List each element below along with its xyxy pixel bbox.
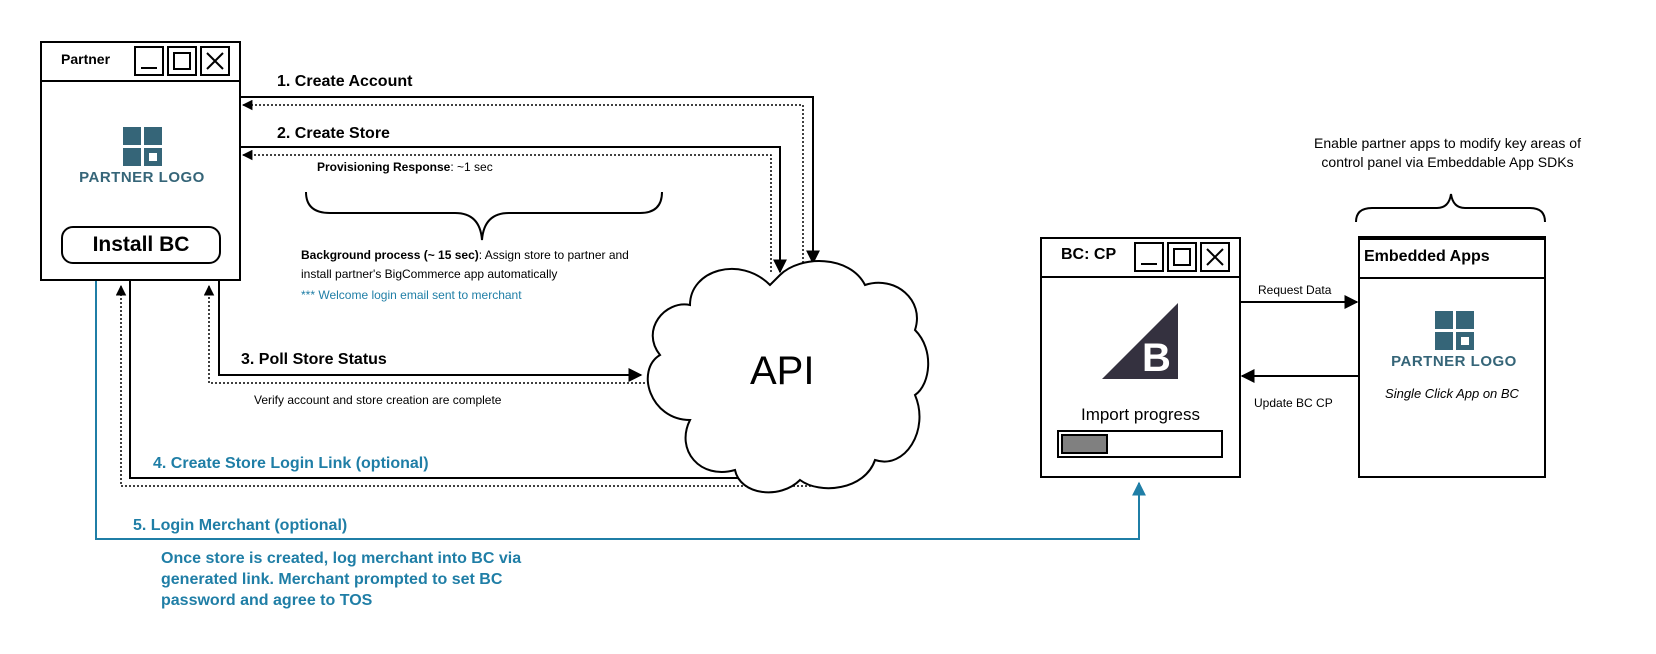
- install-bc-button[interactable]: Install BC: [61, 226, 221, 264]
- embedded-partner-logo-mark: [1434, 311, 1474, 350]
- embedded-apps-title: Embedded Apps: [1364, 248, 1490, 265]
- arrow-login-merchant: [95, 280, 1146, 540]
- bc-cp-titlebar: [1042, 239, 1239, 278]
- brace-background-process: [305, 191, 663, 241]
- close-button[interactable]: [1200, 242, 1230, 272]
- step-3-label: 3. Poll Store Status: [241, 351, 387, 368]
- bc-cp-title: BC: CP: [1061, 246, 1117, 263]
- provisioning-label: Provisioning Response: [317, 160, 451, 174]
- step-1-label: 1. Create Account: [277, 73, 413, 90]
- import-progress-bar: [1057, 430, 1223, 458]
- partner-logo-text: PARTNER LOGO: [79, 169, 205, 186]
- embedded-apps-description: Enable partner apps to modify key areas …: [1290, 134, 1605, 172]
- partner-logo-mark: [122, 127, 162, 166]
- maximize-button[interactable]: [167, 46, 197, 76]
- partner-window-titlebar: [42, 43, 239, 82]
- import-progress-label: Import progress: [1080, 405, 1201, 424]
- maximize-icon: [173, 52, 191, 70]
- arrow-create-login-link: [129, 280, 782, 485]
- background-note: Background process (~ 15 sec): Assign st…: [301, 246, 629, 284]
- update-bc-cp-label: Update BC CP: [1254, 396, 1333, 410]
- arrow-create-account-response: [241, 99, 804, 263]
- step-5-label: 5. Login Merchant (optional): [133, 517, 348, 534]
- import-progress-fill: [1061, 434, 1109, 454]
- bigcommerce-logo-icon: B: [1102, 303, 1178, 380]
- partner-window-title: Partner: [61, 51, 111, 67]
- partner-logo: PARTNER LOGO: [72, 127, 212, 186]
- maximize-icon: [1173, 248, 1191, 266]
- minimize-icon: [1141, 263, 1157, 265]
- arrow-poll-store-status: [218, 280, 643, 382]
- maximize-button[interactable]: [1167, 242, 1197, 272]
- close-icon: [206, 52, 224, 70]
- provisioning-note: Provisioning Response: ~1 sec: [317, 160, 493, 174]
- single-click-app-caption: Single Click App on BC: [1385, 386, 1519, 401]
- arrow-poll-store-status-response: [203, 284, 645, 384]
- verify-note: Verify account and store creation are co…: [254, 393, 502, 407]
- close-button[interactable]: [200, 46, 230, 76]
- step-4-label: 4. Create Store Login Link (optional): [153, 455, 429, 472]
- close-icon: [1206, 248, 1224, 266]
- login-desc-line-3: password and agree to TOS: [161, 592, 373, 609]
- embed-desc-line-1: Enable partner apps to modify key areas …: [1314, 135, 1581, 151]
- embedded-apps-titlebar: [1360, 240, 1544, 279]
- provisioning-value: : ~1 sec: [450, 160, 493, 174]
- background-label: Background process (~ 15 sec): [301, 248, 479, 262]
- minimize-icon: [141, 67, 157, 69]
- brace-embedded-apps: [1355, 193, 1546, 223]
- svg-text:B: B: [1142, 336, 1171, 380]
- login-desc-line-2: generated link. Merchant prompted to set…: [161, 571, 503, 588]
- welcome-email-note: *** Welcome login email sent to merchant: [301, 288, 522, 302]
- background-text-2: install partner's BigCommerce app automa…: [301, 267, 558, 281]
- arrow-create-store: [240, 146, 787, 274]
- api-cloud: [646, 260, 930, 494]
- request-data-label: Request Data: [1258, 283, 1332, 297]
- embedded-partner-logo-text: PARTNER LOGO: [1391, 353, 1517, 370]
- embed-desc-line-2: control panel via Embeddable App SDKs: [1321, 154, 1574, 170]
- api-label: API: [750, 349, 815, 393]
- login-desc-line-1: Once store is created, log merchant into…: [161, 550, 522, 567]
- login-merchant-description: Once store is created, log merchant into…: [161, 548, 521, 611]
- partner-window: Partner PARTNER LOGO Install BC: [40, 41, 241, 281]
- arrow-create-login-link-response: [115, 284, 815, 487]
- step-2-label: 2. Create Store: [277, 125, 390, 142]
- arrow-create-account: [240, 96, 820, 265]
- background-text-1: : Assign store to partner and: [478, 248, 629, 262]
- embedded-partner-logo: PARTNER LOGO: [1374, 311, 1534, 370]
- minimize-button[interactable]: [1134, 242, 1164, 272]
- minimize-button[interactable]: [134, 46, 164, 76]
- bc-cp-window: BC: CP B Import progress: [1040, 237, 1241, 478]
- arrow-create-store-response: [241, 149, 772, 272]
- embedded-apps-window: Embedded Apps PARTNER LOGO Single Click …: [1358, 236, 1546, 478]
